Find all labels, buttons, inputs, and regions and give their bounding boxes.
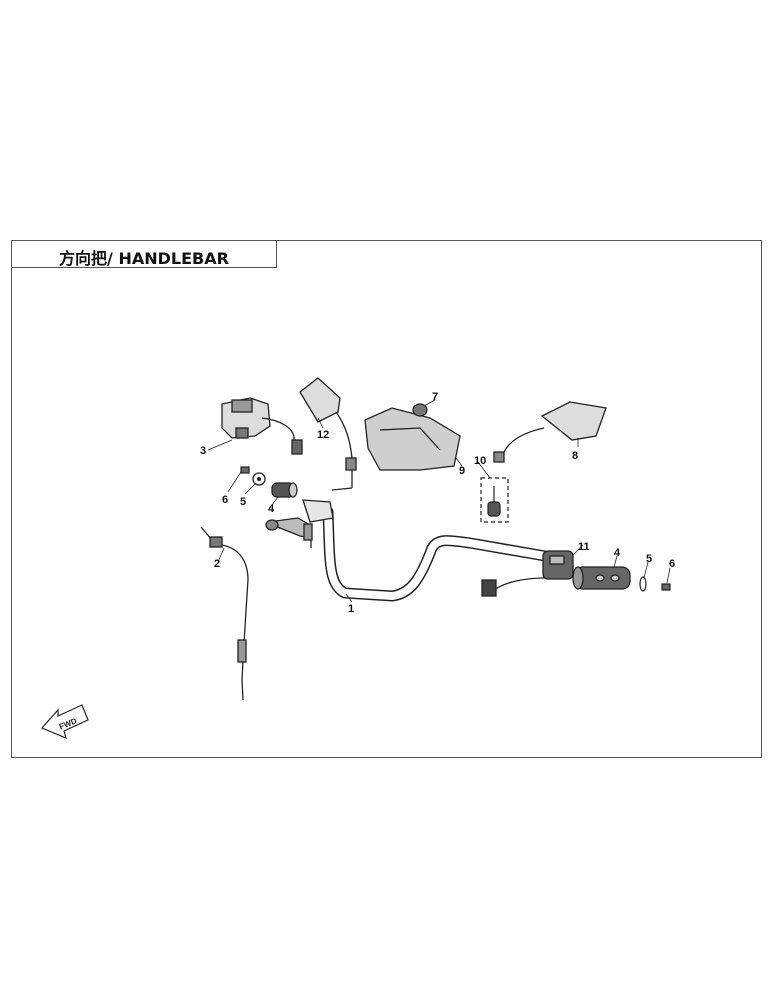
kill-switch — [480, 477, 509, 523]
hand-guard — [364, 407, 461, 471]
callout-5-right: 5 — [646, 553, 652, 565]
right-mirror — [493, 401, 607, 463]
callout-12: 12 — [317, 429, 329, 441]
left-mirror — [299, 377, 357, 491]
right-grip — [572, 566, 631, 590]
leader-lines — [207, 399, 671, 603]
title-box: 方向把/ HANDLEBAR — [11, 240, 277, 268]
page-title: 方向把/ HANDLEBAR — [59, 249, 229, 268]
diagram-frame — [11, 240, 762, 758]
callout-4-left: 4 — [268, 503, 275, 515]
handlebar-tube — [322, 506, 551, 602]
fwd-arrow-icon: FWD — [40, 704, 89, 740]
throttle-cable — [200, 526, 249, 701]
callout-3: 3 — [200, 445, 206, 457]
left-end-bolt — [240, 466, 250, 474]
right-end-bolt — [661, 583, 671, 591]
right-washer — [639, 576, 647, 592]
callout-11: 11 — [578, 541, 590, 553]
callout-10: 10 — [474, 455, 486, 467]
right-switch-housing — [481, 550, 574, 597]
left-lever-assembly — [265, 499, 334, 548]
callout-2: 2 — [214, 558, 220, 570]
callout-8: 8 — [572, 450, 578, 462]
callout-5-left: 5 — [240, 496, 246, 508]
callout-1: 1 — [348, 603, 354, 615]
left-grip — [271, 482, 298, 498]
callout-7: 7 — [432, 391, 438, 403]
callout-4-right: 4 — [614, 547, 621, 559]
left-switch-housing — [221, 397, 303, 455]
bar-end-cap — [412, 403, 428, 417]
callout-9: 9 — [459, 465, 465, 477]
callout-6-right: 6 — [669, 558, 675, 570]
callout-6-left: 6 — [222, 494, 228, 506]
